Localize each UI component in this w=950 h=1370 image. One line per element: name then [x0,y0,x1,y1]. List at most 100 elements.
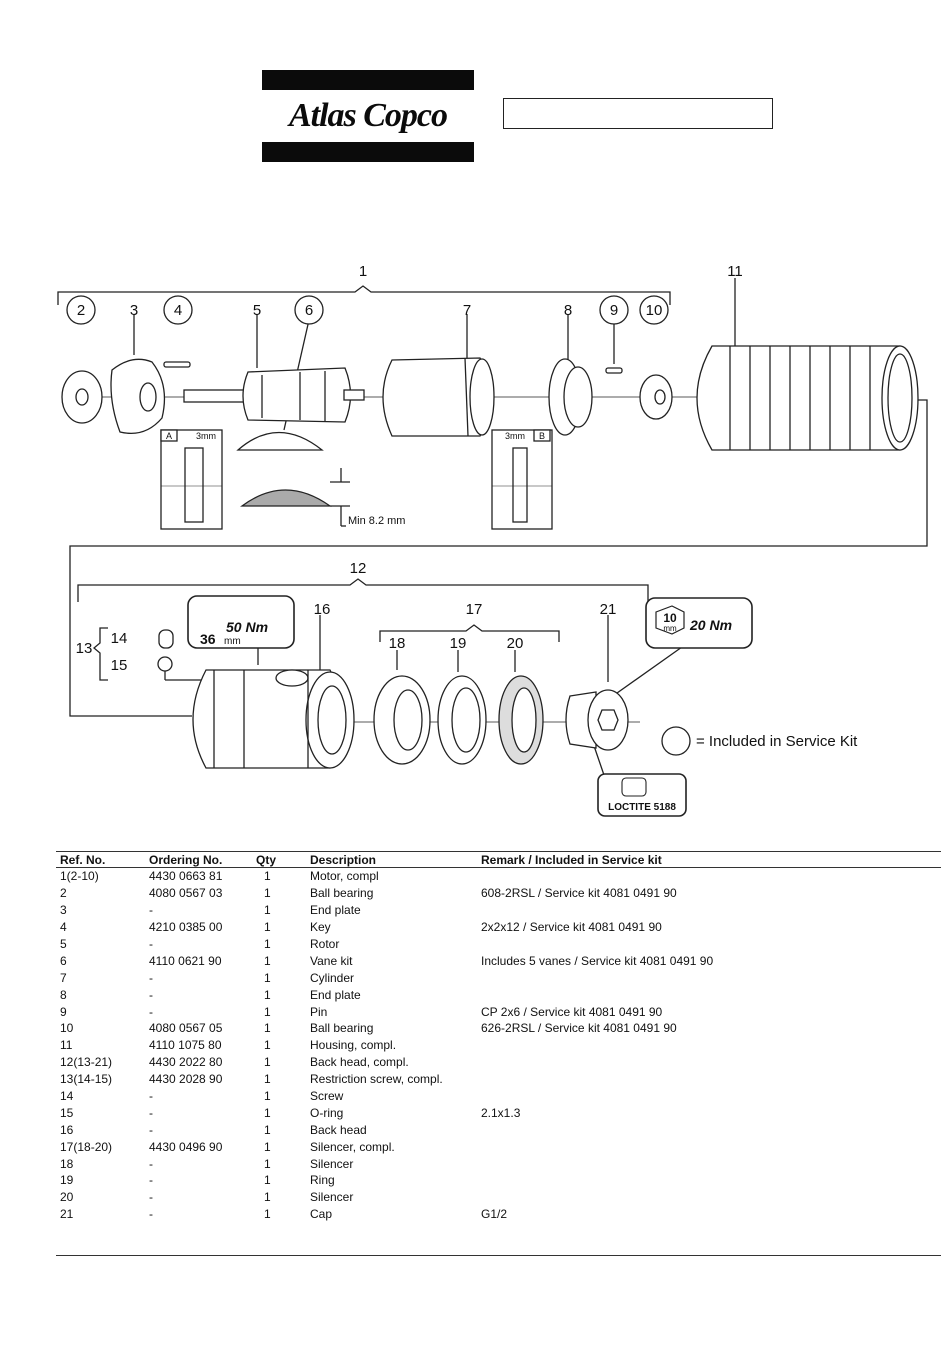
callout-11: 11 [727,263,743,280]
parts-table: Ref. No. Ordering No. Qty Description Re… [56,851,941,1223]
cell-ordering-no: - [149,1207,153,1222]
cell-remark: Includes 5 vanes / Service kit 4081 0491… [481,953,714,968]
cell-qty: 1 [264,1156,271,1171]
cell-remark [481,902,941,919]
cell-remark [481,1054,941,1071]
callout-15: 15 [111,657,128,674]
part-9-pin [605,367,623,374]
cell-remark: 626-2RSL / Service kit 4081 0491 90 [481,1021,677,1036]
callout-4: 4 [174,302,182,319]
cell-description: Back head, compl. [310,1055,409,1070]
cell-ref-no: 14 [60,1089,74,1104]
cell-ordering-no: 4210 0385 00 [149,920,223,935]
cell-remark [481,1138,941,1155]
bracket-17 [379,624,560,642]
bracket-13 [92,627,108,681]
cell-remark [481,1037,941,1054]
cell-ordering-no: - [149,1156,153,1171]
logo-bar-bottom [262,142,474,162]
detail-b-label: B [539,431,545,441]
callout-2: 2 [77,302,85,319]
cell-qty: 1 [264,920,271,935]
cell-ref-no: 6 [60,953,67,968]
cell-ordering-no: 4430 2022 80 [149,1055,223,1070]
cell-description: Housing, compl. [310,1038,397,1053]
callout-17: 17 [466,601,483,618]
callout-5: 5 [253,302,261,319]
cell-remark [481,868,941,885]
callout-21: 21 [600,601,617,618]
header-ref-no: Ref. No. [60,852,106,867]
cell-remark [481,1155,941,1172]
cell-ordering-no: 4430 0496 90 [149,1139,223,1154]
cell-qty: 1 [264,1089,271,1104]
part-7-cylinder [382,357,495,437]
cell-ordering-no: - [149,903,153,918]
callout-16: 16 [314,601,331,618]
table-header-row: Ref. No. Ordering No. Qty Description Re… [56,851,941,868]
torque-box-16 [187,595,295,649]
table-header-rule [56,867,941,868]
cell-remark: 2.1x1.3 [481,1105,521,1120]
cell-qty: 1 [264,987,271,1002]
part-10-ball-bearing [639,374,673,420]
cell-qty: 1 [264,1105,271,1120]
cell-ordering-no: - [149,1173,153,1188]
cell-ref-no: 7 [60,970,67,985]
cell-ref-no: 8 [60,987,67,1002]
cell-remark: 2x2x12 / Service kit 4081 0491 90 [481,920,662,935]
cell-ordering-no: 4110 0621 90 [149,953,222,968]
table-top-rule [56,851,941,852]
cell-remark [481,1088,941,1105]
callout-7: 7 [463,302,471,319]
detail-a-dim: 3mm [196,431,216,441]
cell-qty: 1 [264,1055,271,1070]
cell-qty: 1 [264,953,271,968]
cell-ordering-no: - [149,1122,153,1137]
cell-qty: 1 [264,1072,271,1087]
part-5-rotor [183,367,365,423]
cell-description: Back head [310,1122,367,1137]
callout-3: 3 [130,302,138,319]
cell-ordering-no: - [149,937,153,951]
cell-ordering-no: 4080 0567 05 [149,1021,223,1036]
cell-ordering-no: 4110 1075 80 [149,1038,222,1053]
part-14-screw [158,629,174,649]
cell-qty: 1 [264,1122,271,1137]
cell-description: O-ring [310,1105,344,1120]
header-remark: Remark / Included in Service kit [481,852,662,867]
vane-wear-gauge [240,468,350,527]
cell-remark [481,936,941,953]
detail-a-label: A [166,431,172,441]
cell-remark [481,1189,941,1206]
part-11-housing [696,345,919,451]
cell-description: End plate [310,903,361,918]
cell-ref-no: 3 [60,903,67,918]
cell-qty: 1 [264,1190,271,1205]
service-kit-symbol [661,726,691,756]
torque-21-size: 10 [663,611,677,625]
min-dimension: Min 8.2 mm [348,515,405,527]
cell-description: Cap [310,1207,333,1222]
loctite-label: LOCTITE 5188 [608,802,676,813]
part-21-cap [565,689,629,751]
cell-description: Ring [310,1173,335,1188]
cell-ref-no: 18 [60,1156,74,1171]
logo-bar-top [262,70,474,90]
cell-qty: 1 [264,1004,271,1019]
callout-20: 20 [507,635,524,652]
part-15-o-ring [157,656,173,672]
torque-16-size: 36 [200,631,216,647]
part-20-silencer [498,675,544,765]
detail-b [491,429,553,530]
cell-ordering-no: - [149,1190,153,1205]
cell-ref-no: 13(14-15) [60,1072,113,1087]
cell-remark [481,969,941,986]
